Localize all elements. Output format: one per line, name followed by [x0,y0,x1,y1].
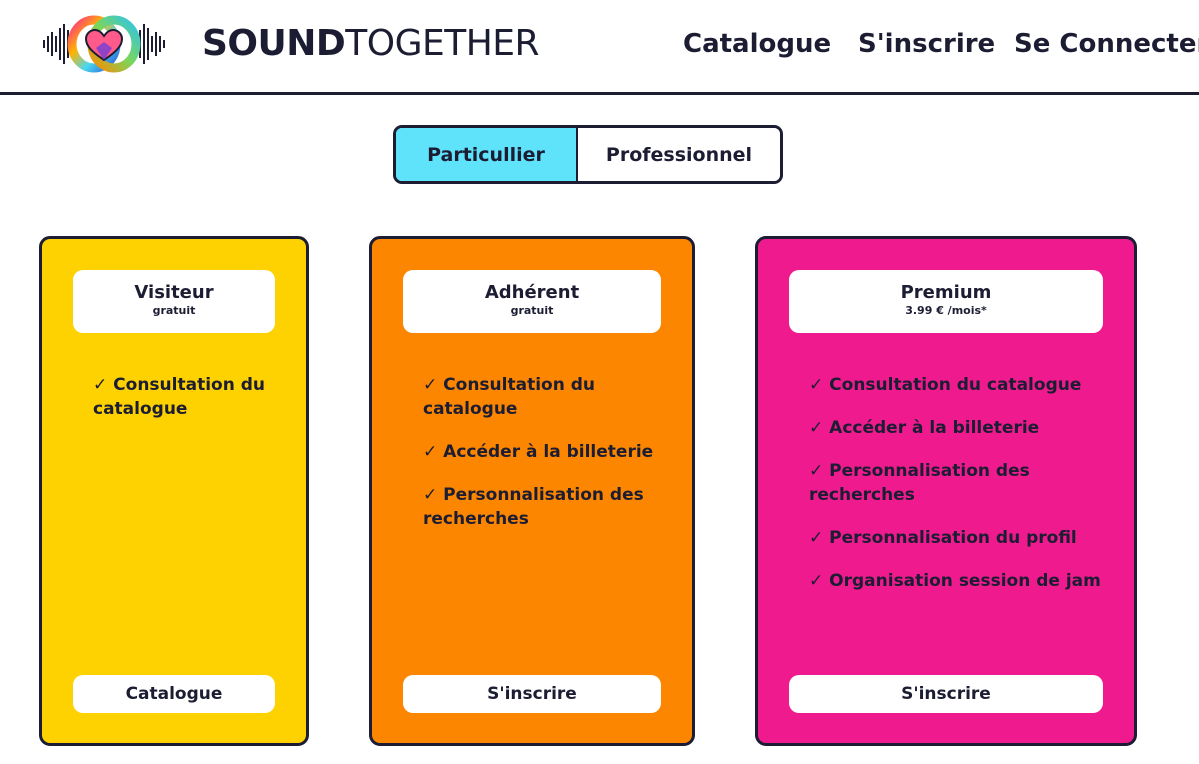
feature-item: ✓ Personnalisation des recherches [423,485,644,529]
feature-item: ✓ Consultation du catalogue [809,375,1082,395]
feature-list: ✓ Consultation du catalogue ✓ Accéder à … [423,373,663,550]
nav-catalogue-link[interactable]: Catalogue [683,29,832,59]
plan-price: gratuit [152,304,196,317]
plan-name: Visiteur [134,282,214,303]
feature-item: ✓ Consultation du catalogue [423,375,595,419]
plan-header: Visiteur gratuit [73,270,275,333]
plan-name: Adhérent [484,282,580,303]
plan-card-adherent: Adhérent gratuit ✓ Consultation du catal… [369,236,695,746]
feature-item: ✓ Accéder à la billeterie [809,418,1040,438]
catalogue-button[interactable]: Catalogue [73,675,275,713]
signup-button[interactable]: S'inscrire [789,675,1103,713]
plan-name: Premium [900,282,992,303]
toggle-professionnel[interactable]: Professionnel [578,128,780,181]
feature-item: ✓ Organisation session de jam [809,571,1101,591]
brand-bold: SOUND [202,23,346,64]
brand-light: TOGETHER [345,23,540,64]
feature-item: ✓ Accéder à la billeterie [423,442,654,462]
site-header: SOUNDTOGETHER Catalogue S'inscrire Se Co… [0,0,1199,95]
feature-list: ✓ Consultation du catalogue ✓ Accéder à … [809,373,1109,612]
toggle-particulier[interactable]: Particullier [396,128,578,181]
plan-card-premium: Premium 3.99 € /mois* ✓ Consultation du … [755,236,1137,746]
nav-signup-link[interactable]: S'inscrire [858,29,996,59]
feature-item: ✓ Personnalisation du profil [809,528,1077,548]
account-type-toggle: Particullier Professionnel [393,125,783,184]
nav-login-link[interactable]: Se Connecter [1014,29,1199,59]
feature-list: ✓ Consultation du catalogue [93,373,273,440]
signup-button[interactable]: S'inscrire [403,675,661,713]
plan-price: 3.99 € /mois* [905,304,987,317]
brand-name[interactable]: SOUNDTOGETHER [202,22,540,66]
plan-price: gratuit [510,304,554,317]
plan-header: Premium 3.99 € /mois* [789,270,1103,333]
plan-card-visiteur: Visiteur gratuit ✓ Consultation du catal… [39,236,309,746]
soundwave-heart-logo-icon[interactable] [40,6,168,82]
feature-item: ✓ Consultation du catalogue [93,375,265,419]
plan-header: Adhérent gratuit [403,270,661,333]
feature-item: ✓ Personnalisation des recherches [809,461,1030,505]
